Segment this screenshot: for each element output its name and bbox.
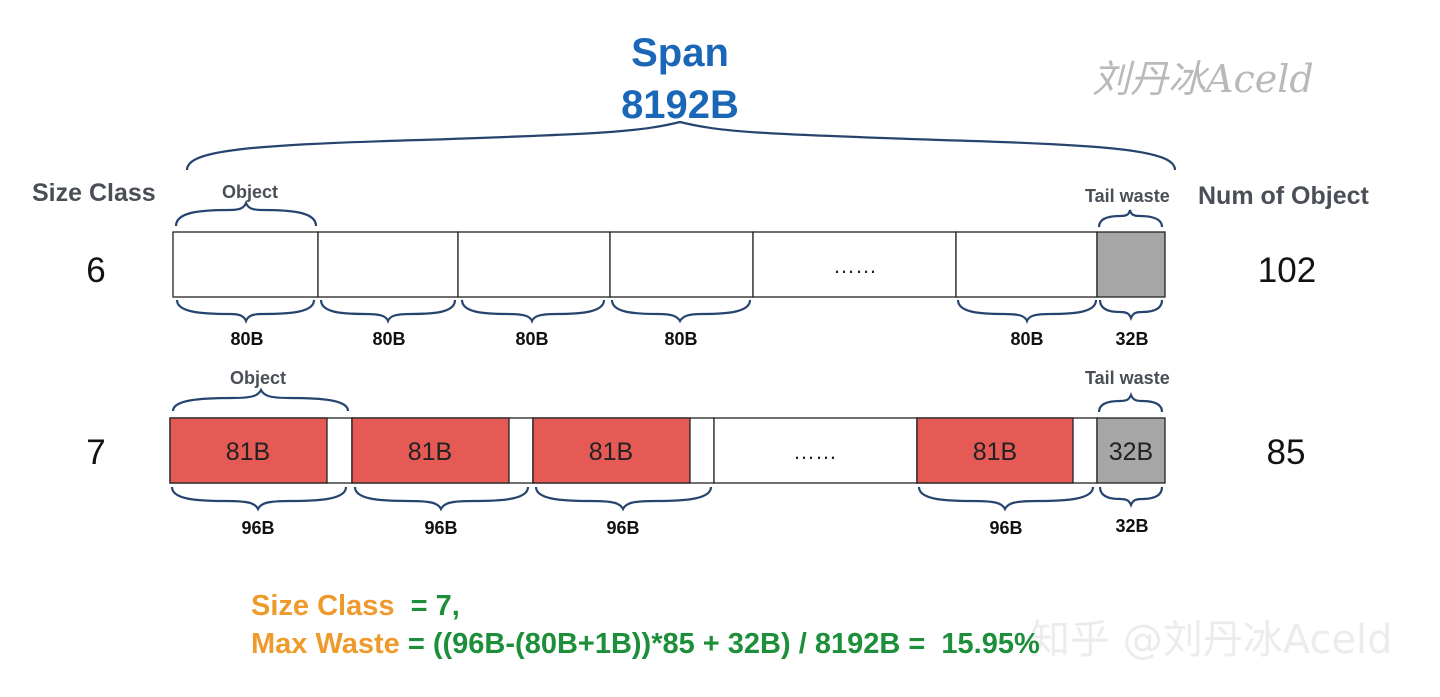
- row2-ellipsis: ……: [793, 439, 837, 464]
- row1-size-brace: [610, 299, 752, 324]
- row1-tail-cell: [1096, 231, 1166, 298]
- row2-size-brace: [353, 486, 530, 512]
- row1-size-label: 80B: [1010, 329, 1043, 349]
- formula-line1: Size Class = 7,: [251, 590, 460, 622]
- row2-object-cell: [351, 417, 510, 484]
- row2-size-label: 96B: [989, 518, 1022, 538]
- row1-tail-brace: [1097, 209, 1164, 228]
- row1-ellipsis: ……: [833, 253, 877, 278]
- row2-size-brace: [534, 486, 713, 512]
- span-size: 8192B: [621, 83, 739, 127]
- row1-cell: [955, 231, 1098, 298]
- row2-object-brace: [171, 387, 350, 412]
- row1-tail-size-label: 32B: [1115, 329, 1148, 349]
- row2-object-cell: [532, 417, 691, 484]
- row1-size-label: 80B: [664, 329, 697, 349]
- row2-tail-label: Tail waste: [1085, 368, 1170, 388]
- row1-ellipsis-cell: [752, 231, 957, 298]
- row2-object-cell: [916, 417, 1074, 484]
- row2-object-cell-label: 81B: [589, 438, 633, 466]
- row1-num-objects: 102: [1258, 251, 1316, 290]
- row2-size-class: 7: [86, 433, 105, 472]
- row1-size-brace: [175, 299, 316, 324]
- formula-size-class-value: = 7,: [394, 590, 459, 622]
- row2-tail-brace: [1097, 392, 1164, 413]
- formula-max-waste-label: Max Waste: [251, 628, 400, 660]
- row2-size-label: 96B: [241, 518, 274, 538]
- row1-size-label: 80B: [372, 329, 405, 349]
- row2-tail-cell-label: 32B: [1109, 438, 1153, 466]
- row2-tail-cell: [1096, 417, 1166, 484]
- span-brace: [185, 120, 1177, 171]
- row1-cell: [172, 231, 319, 298]
- header-num-objects: Num of Object: [1198, 182, 1370, 210]
- row1-object-label: Object: [222, 182, 278, 202]
- row2-size-brace: [917, 486, 1095, 512]
- row2-object-cell-label: 81B: [226, 438, 270, 466]
- row1-size-brace: [460, 299, 606, 324]
- row2-object-label: Object: [230, 368, 286, 388]
- formula-size-class-label: Size Class: [251, 590, 394, 622]
- header-size-class: Size Class: [32, 179, 156, 207]
- watermark-top: 刘丹冰Aceld: [1092, 57, 1314, 101]
- row1-cell: [609, 231, 754, 298]
- span-title: Span: [631, 31, 729, 75]
- watermark-bottom: 知乎 @刘丹冰Aceld: [1030, 617, 1392, 663]
- row2-size-brace: [170, 486, 348, 512]
- row2-ellipsis-cell: [713, 417, 918, 484]
- row2-num-objects: 85: [1267, 433, 1306, 472]
- row1-size-class: 6: [86, 251, 105, 290]
- row1-size-label: 80B: [230, 329, 263, 349]
- row2-size-brace: [1098, 486, 1164, 508]
- row1-tail-label: Tail waste: [1085, 186, 1170, 206]
- row1-size-label: 80B: [515, 329, 548, 349]
- formula-line2: Max Waste = ((96B-(80B+1B))*85 + 32B) / …: [251, 628, 1040, 660]
- row2-object-cell-label: 81B: [408, 438, 452, 466]
- row2-tail-size-label: 32B: [1115, 516, 1148, 536]
- row2-object-cell-label: 81B: [973, 438, 1017, 466]
- row2-size-label: 96B: [606, 518, 639, 538]
- row2-object-cell: [169, 417, 328, 484]
- row1-object-brace: [174, 200, 318, 227]
- row1-size-brace: [319, 299, 457, 324]
- row1-size-brace: [1098, 299, 1164, 321]
- row1-cell: [317, 231, 459, 298]
- row2-size-label: 96B: [424, 518, 457, 538]
- formula-max-waste-value: = ((96B-(80B+1B))*85 + 32B) / 8192B = 15…: [400, 628, 1040, 660]
- row1-cell: [457, 231, 611, 298]
- row1-size-brace: [956, 299, 1098, 324]
